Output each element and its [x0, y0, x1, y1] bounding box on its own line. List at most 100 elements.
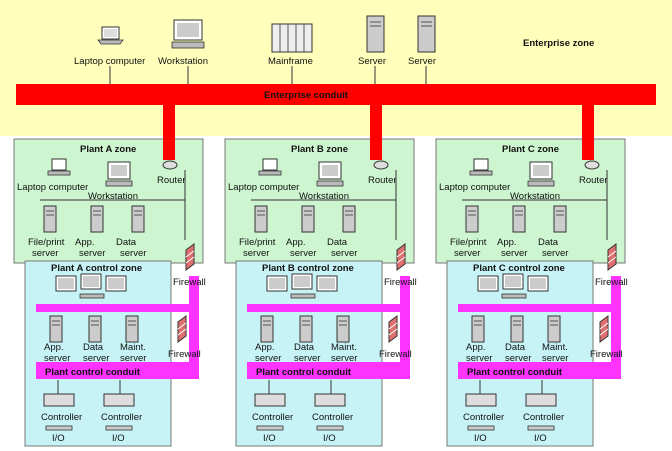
router-icon: [162, 160, 178, 170]
firewall-icon: [396, 243, 406, 271]
server-icon: [336, 315, 350, 343]
controller-label: Controller: [463, 412, 504, 423]
controller-icon: [465, 393, 497, 431]
firewall-label: Firewall: [173, 277, 206, 288]
io-label: I/O: [474, 433, 487, 444]
server-label: File/print: [450, 237, 487, 248]
firewall-label: Firewall: [384, 277, 417, 288]
control-server-label: server: [331, 353, 357, 364]
server-label: server: [454, 248, 480, 259]
firewall-icon: [388, 315, 398, 343]
enterprise-laptop-icon: [97, 26, 124, 45]
server-label: Data: [327, 237, 348, 248]
monitor-icon: [477, 275, 499, 292]
control-server-label: server: [120, 353, 146, 364]
server-label: App.: [286, 237, 306, 248]
server-icon: [366, 15, 385, 53]
workstation-icon: [316, 161, 344, 187]
server-label: server: [32, 248, 58, 259]
server-label: server: [243, 248, 269, 259]
controller-label: Controller: [41, 412, 82, 423]
server-icon: [547, 315, 561, 343]
control-server-label: server: [83, 353, 109, 364]
enterprise-device-label: Workstation: [158, 56, 208, 67]
io-label: I/O: [263, 433, 276, 444]
controller-label: Controller: [523, 412, 564, 423]
enterprise-conduit-label: Enterprise conduit: [264, 90, 349, 101]
enterprise-links: [109, 66, 427, 84]
control-server-label: App.: [44, 342, 64, 353]
workstation-label: Workstation: [88, 191, 138, 202]
io-label: I/O: [534, 433, 547, 444]
server-icon: [512, 205, 526, 233]
enterprise-conduit: [16, 84, 656, 160]
controller-icon: [314, 393, 346, 431]
firewall-label: Firewall: [168, 349, 201, 360]
router-label: Router: [157, 175, 186, 186]
server-label: File/print: [28, 237, 65, 248]
server-icon: [342, 205, 356, 233]
workstation-icon: [105, 161, 133, 187]
plant-zone: [224, 138, 415, 264]
enterprise-device-label: Laptop computer: [74, 56, 145, 67]
workstation-icon: [527, 161, 555, 187]
plant-control-conduit-label: Plant control conduit: [45, 367, 141, 378]
monitor-icon: [105, 275, 127, 292]
monitor-icon: [266, 275, 288, 292]
controller-label: Controller: [312, 412, 353, 423]
server-label: App.: [75, 237, 95, 248]
server-icon: [125, 315, 139, 343]
server-label: server: [290, 248, 316, 259]
plant-zone-label: Plant A zone: [80, 144, 136, 155]
io-label: I/O: [52, 433, 65, 444]
server-label: server: [120, 248, 146, 259]
server-icon: [417, 15, 436, 53]
plant-control-conduit-label: Plant control conduit: [467, 367, 563, 378]
server-label: File/print: [239, 237, 276, 248]
control-zone: [446, 260, 594, 447]
io-label: I/O: [112, 433, 125, 444]
server-icon: [301, 205, 315, 233]
control-server-label: server: [505, 353, 531, 364]
control-server-label: Data: [294, 342, 315, 353]
plant-zone-label: Plant C zone: [502, 144, 559, 155]
keyboard-icon: [501, 293, 527, 299]
control-server-label: server: [542, 353, 568, 364]
control-server-label: App.: [466, 342, 486, 353]
server-label: Data: [116, 237, 137, 248]
monitor-icon: [316, 275, 338, 292]
laptop-icon: [258, 158, 282, 176]
monitor-icon: [291, 273, 313, 290]
control-server-label: Maint.: [542, 342, 568, 353]
control-zone: [24, 260, 172, 447]
server-label: Data: [538, 237, 559, 248]
monitor-icon: [502, 273, 524, 290]
mainframe-icon: [271, 23, 313, 53]
control-server-label: server: [44, 353, 70, 364]
server-label: server: [501, 248, 527, 259]
enterprise-device-label: Mainframe: [268, 56, 313, 67]
control-server-label: server: [294, 353, 320, 364]
server-icon: [471, 315, 485, 343]
router-icon: [373, 160, 389, 170]
firewall-icon: [177, 315, 187, 343]
control-server-label: Data: [83, 342, 104, 353]
server-icon: [49, 315, 63, 343]
plant-control-conduit-label: Plant control conduit: [256, 367, 352, 378]
firewall-label: Firewall: [590, 349, 623, 360]
firewall-icon: [599, 315, 609, 343]
firewall-icon: [185, 243, 195, 271]
control-zone-label: Plant C control zone: [473, 263, 565, 274]
enterprise-device-label: Server: [408, 56, 436, 67]
io-label: I/O: [323, 433, 336, 444]
firewall-label: Firewall: [595, 277, 628, 288]
server-label: App.: [497, 237, 517, 248]
plant-zone-label: Plant B zone: [291, 144, 348, 155]
laptop-icon: [469, 158, 493, 176]
router-icon: [584, 160, 600, 170]
router-label: Router: [368, 175, 397, 186]
control-server-label: Data: [505, 342, 526, 353]
laptop-label: Laptop computer: [17, 182, 88, 193]
